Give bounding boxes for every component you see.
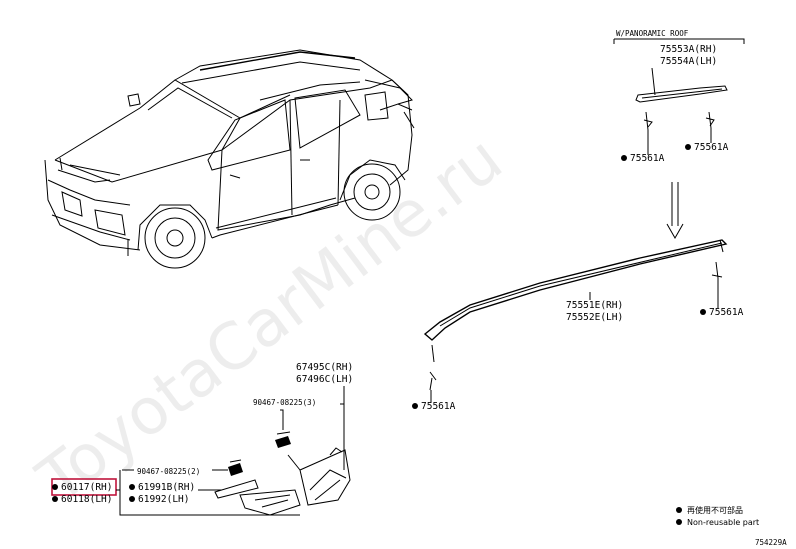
label-67495C: 67495C(RH)	[296, 362, 353, 373]
label-60118: 60118(LH)	[61, 494, 112, 505]
cover-group: 67495C(RH) 67496C(LH) 90467-08225(3) 904…	[51, 362, 353, 516]
vehicle-drawing	[44, 49, 415, 269]
garnish-piece	[239, 489, 301, 516]
label-60117[interactable]: 60117(RH)	[61, 482, 112, 493]
label-61991B: 61991B(RH)	[138, 482, 195, 493]
label-75553A: 75553A(RH)	[660, 44, 717, 55]
header-note: W/PANORAMIC ROOF	[616, 29, 689, 38]
non-reusable-dot	[52, 496, 58, 502]
label-75554A: 75554A(LH)	[660, 56, 717, 67]
non-reusable-dot	[129, 496, 135, 502]
label-67496C: 67496C(LH)	[296, 374, 353, 385]
non-reusable-dot	[52, 484, 58, 490]
figure-code: 754229A	[755, 538, 787, 547]
label-75561A-2: 75561A	[694, 142, 729, 153]
non-reusable-dot	[676, 519, 682, 525]
non-reusable-dot	[676, 507, 682, 513]
label-75561A-4: 75561A	[421, 401, 456, 412]
legend-line-2: Non-reusable part	[687, 518, 759, 527]
upper-rail-group: W/PANORAMIC ROOF 75553A(RH) 75554A(LH) 7…	[613, 29, 745, 240]
non-reusable-dot	[700, 309, 706, 315]
non-reusable-dot	[129, 484, 135, 490]
label-bolt-lower: 90467-08225(2)	[137, 467, 200, 476]
cover-piece	[299, 449, 351, 506]
label-75561A-1: 75561A	[630, 153, 665, 164]
arrow-down-icon	[666, 182, 684, 240]
lower-rail-group: 75561A 75561A 75551E(RH) 75552E(LH)	[412, 239, 744, 412]
roof-rail-lower	[423, 239, 728, 341]
non-reusable-dot	[412, 403, 418, 409]
label-bolt-upper: 90467-08225(3)	[253, 398, 316, 407]
label-75561A-3: 75561A	[709, 307, 744, 318]
legend-line-1: 再使用不可部品	[687, 505, 743, 515]
label-75551E: 75551E(RH)	[566, 300, 623, 311]
label-61992: 61992(LH)	[138, 494, 189, 505]
roof-rail-upper	[635, 85, 728, 103]
label-75552E: 75552E(LH)	[566, 312, 623, 323]
bolt-lower-icon	[228, 459, 243, 476]
non-reusable-dot	[685, 144, 691, 150]
bolt-upper-icon	[275, 431, 291, 448]
seal-piece	[214, 479, 259, 499]
legend: 再使用不可部品 Non-reusable part	[676, 505, 759, 527]
non-reusable-dot	[621, 155, 627, 161]
